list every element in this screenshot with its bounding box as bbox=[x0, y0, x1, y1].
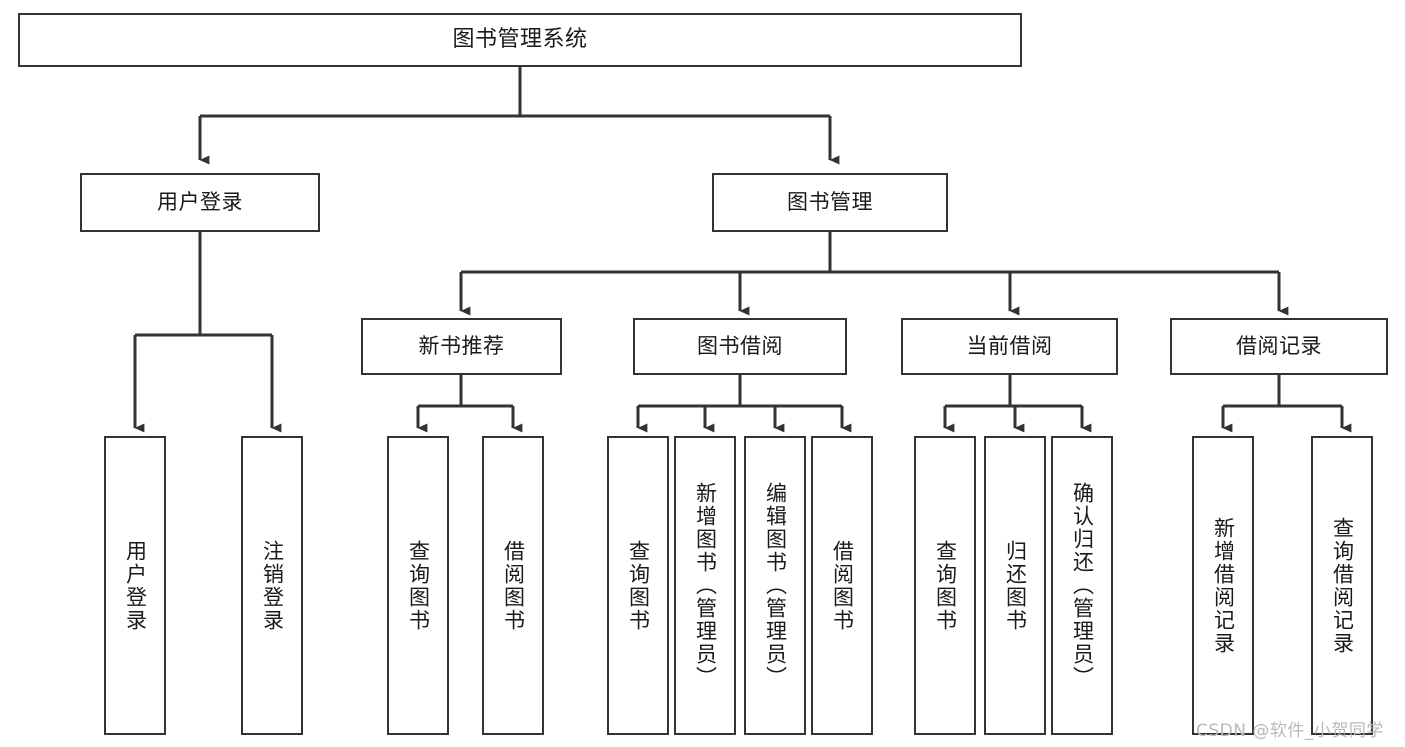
node-leaf-confirm-return-admin[interactable]: 确认归还（管理员） bbox=[1051, 436, 1113, 735]
node-root[interactable]: 图书管理系统 bbox=[18, 13, 1022, 67]
node-leaf-add-borrow-record[interactable]: 新增借阅记录 bbox=[1192, 436, 1254, 735]
node-leaf-user-login[interactable]: 用户登录 bbox=[104, 436, 166, 735]
node-borrow-record[interactable]: 借阅记录 bbox=[1170, 318, 1388, 375]
node-leaf-add-borrow-record-label: 新增借阅记录 bbox=[1211, 516, 1236, 655]
node-leaf-query-borrow-record[interactable]: 查询借阅记录 bbox=[1311, 436, 1373, 735]
node-user-login[interactable]: 用户登录 bbox=[80, 173, 320, 232]
node-leaf-add-book-admin-label: 新增图书（管理员） bbox=[693, 482, 718, 689]
node-leaf-borrow-book-1-label: 借阅图书 bbox=[501, 539, 526, 632]
node-leaf-user-login-label: 用户登录 bbox=[123, 539, 148, 632]
node-leaf-borrow-book-2-label: 借阅图书 bbox=[830, 539, 855, 632]
node-current-borrow[interactable]: 当前借阅 bbox=[901, 318, 1118, 375]
node-leaf-logout-login[interactable]: 注销登录 bbox=[241, 436, 303, 735]
node-book-borrow-label: 图书借阅 bbox=[697, 334, 783, 359]
node-root-label: 图书管理系统 bbox=[452, 27, 588, 53]
node-book-borrow[interactable]: 图书借阅 bbox=[633, 318, 847, 375]
node-leaf-edit-book-admin-label: 编辑图书（管理员） bbox=[763, 482, 788, 689]
node-borrow-record-label: 借阅记录 bbox=[1236, 334, 1322, 359]
node-leaf-query-borrow-record-label: 查询借阅记录 bbox=[1330, 516, 1355, 655]
node-leaf-logout-login-label: 注销登录 bbox=[260, 539, 285, 632]
node-leaf-query-book-3[interactable]: 查询图书 bbox=[914, 436, 976, 735]
node-book-manage-label: 图书管理 bbox=[787, 190, 873, 215]
node-user-login-label: 用户登录 bbox=[157, 190, 243, 215]
node-leaf-add-book-admin[interactable]: 新增图书（管理员） bbox=[674, 436, 736, 735]
node-leaf-return-book-label: 归还图书 bbox=[1003, 539, 1028, 632]
node-current-borrow-label: 当前借阅 bbox=[966, 334, 1053, 359]
node-leaf-query-book-1[interactable]: 查询图书 bbox=[387, 436, 449, 735]
node-leaf-query-book-3-label: 查询图书 bbox=[933, 539, 958, 632]
node-leaf-edit-book-admin[interactable]: 编辑图书（管理员） bbox=[744, 436, 806, 735]
node-leaf-query-book-1-label: 查询图书 bbox=[406, 539, 431, 632]
node-new-book-recommend[interactable]: 新书推荐 bbox=[361, 318, 562, 375]
node-leaf-query-book-2-label: 查询图书 bbox=[626, 539, 651, 632]
node-leaf-return-book[interactable]: 归还图书 bbox=[984, 436, 1046, 735]
node-leaf-confirm-return-admin-label: 确认归还（管理员） bbox=[1070, 482, 1095, 689]
node-new-book-recommend-label: 新书推荐 bbox=[418, 334, 505, 359]
node-leaf-borrow-book-2[interactable]: 借阅图书 bbox=[811, 436, 873, 735]
node-book-manage[interactable]: 图书管理 bbox=[712, 173, 948, 232]
node-leaf-borrow-book-1[interactable]: 借阅图书 bbox=[482, 436, 544, 735]
node-leaf-query-book-2[interactable]: 查询图书 bbox=[607, 436, 669, 735]
